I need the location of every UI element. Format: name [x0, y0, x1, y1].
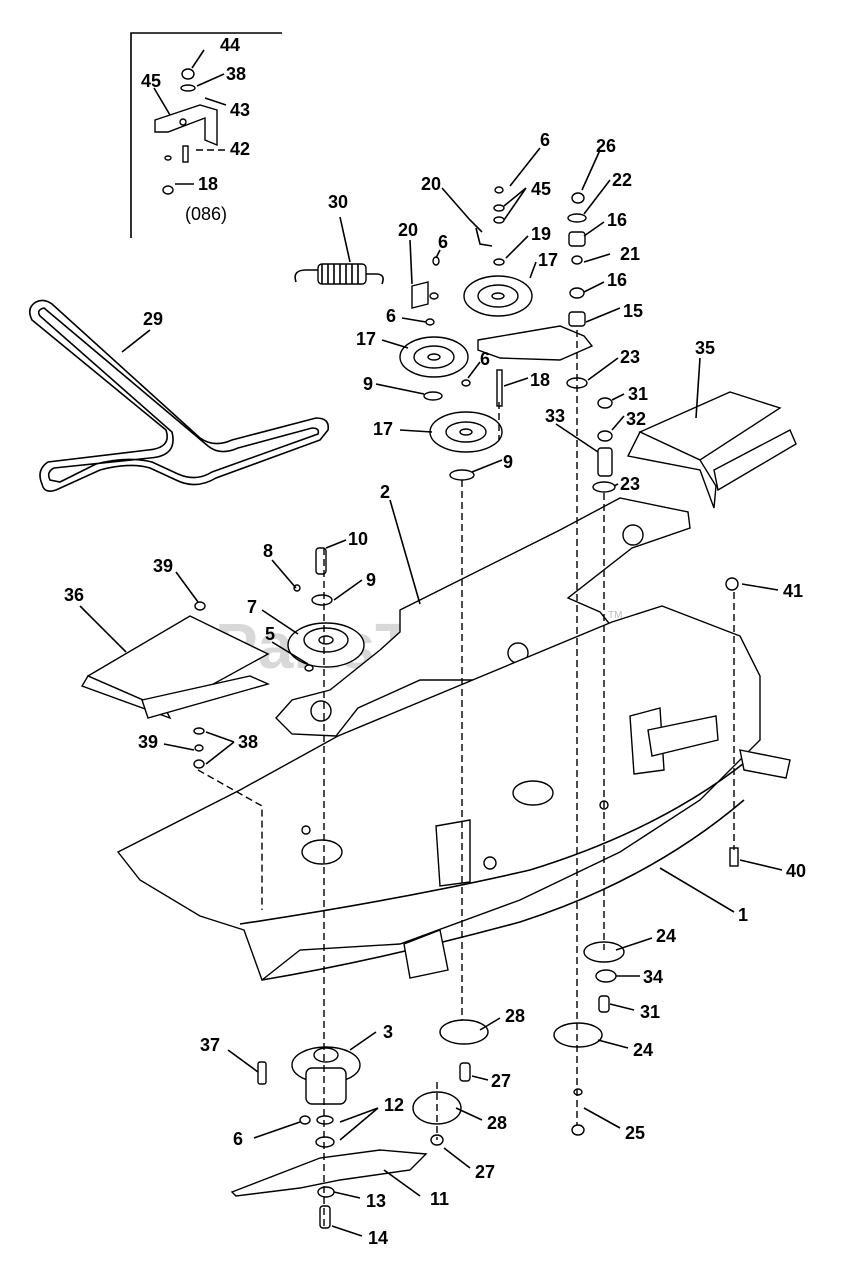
idler-assembly: [399, 186, 594, 481]
callout-13: 13: [366, 1191, 386, 1211]
callout-23: 23: [620, 347, 640, 367]
callout-20: 20: [421, 174, 441, 194]
callout-27: 27: [491, 1071, 511, 1091]
callout-30: 30: [328, 192, 348, 212]
callout-5: 5: [265, 624, 275, 644]
callout-33: 33: [545, 406, 565, 426]
callout-9: 9: [366, 570, 376, 590]
callout-31: 31: [640, 1002, 660, 1022]
part-bolt-18: [496, 369, 503, 407]
callout-3: 3: [383, 1022, 393, 1042]
part-bracket-43: [154, 104, 218, 147]
callout-26: 26: [596, 136, 616, 156]
spindle-stack-right: [566, 192, 616, 493]
callout-45: 45: [141, 71, 161, 91]
inset-note: (086): [185, 204, 227, 224]
callout-36: 36: [64, 585, 84, 605]
callout-34: 34: [643, 967, 663, 987]
callout-27: 27: [475, 1162, 495, 1182]
callout-42: 42: [230, 139, 250, 159]
callout-6: 6: [386, 306, 396, 326]
callout-38: 38: [226, 64, 246, 84]
callout-29: 29: [143, 309, 163, 329]
watermark-tm: TM: [608, 610, 622, 621]
pulley-7: [193, 547, 365, 769]
shield-35: [626, 391, 797, 509]
callout-11: 11: [430, 1189, 449, 1209]
callout-17: 17: [373, 419, 393, 439]
callout-6: 6: [438, 232, 448, 252]
part-nut-44: [181, 68, 195, 80]
callout-39: 39: [153, 556, 173, 576]
callout-14: 14: [368, 1228, 388, 1248]
callout-1: 1: [738, 905, 748, 925]
callout-31: 31: [628, 384, 648, 404]
callout-45: 45: [531, 179, 551, 199]
callout-35: 35: [695, 338, 715, 358]
callout-12: 12: [384, 1095, 404, 1115]
part-bracket-20: [411, 281, 429, 309]
callout-17: 17: [538, 250, 558, 270]
callout-32: 32: [626, 409, 646, 429]
callout-37: 37: [200, 1035, 220, 1055]
callout-6: 6: [540, 130, 550, 150]
callout-9: 9: [503, 452, 513, 472]
callout-16: 16: [607, 270, 627, 290]
part-washer-38: [180, 84, 196, 92]
lower-parts: [230, 941, 625, 1229]
callout-16: 16: [607, 210, 627, 230]
callout-9: 9: [363, 374, 373, 394]
callout-44: 44: [220, 35, 240, 55]
callout-19: 19: [531, 224, 551, 244]
callout-38: 38: [238, 732, 258, 752]
belt-29: [28, 299, 330, 492]
callout-labels: 44 38 45 43 42 18 (086) 30 29 20 6 45 19…: [64, 35, 806, 1248]
callout-22: 22: [612, 170, 632, 190]
callout-2: 2: [380, 482, 390, 502]
callout-15: 15: [623, 301, 643, 321]
inset-box: [130, 32, 282, 238]
callout-43: 43: [230, 100, 250, 120]
callout-6: 6: [233, 1129, 243, 1149]
callout-18: 18: [198, 174, 218, 194]
part-nut-18: [162, 185, 174, 195]
callout-20: 20: [398, 220, 418, 240]
callout-28: 28: [505, 1006, 525, 1026]
part-arm-15: [477, 325, 594, 361]
callout-25: 25: [625, 1123, 645, 1143]
callout-23: 23: [620, 474, 640, 494]
callout-7: 7: [247, 597, 257, 617]
callout-40: 40: [786, 861, 806, 881]
part-washer-9b: [449, 469, 475, 481]
part-washer-9a: [423, 391, 443, 401]
assembly-axes: [197, 330, 735, 1230]
callout-39: 39: [138, 732, 158, 752]
leader-lines: [79, 147, 783, 1237]
shield-36: [80, 615, 271, 720]
callout-24: 24: [656, 926, 676, 946]
callout-6: 6: [480, 349, 490, 369]
callout-10: 10: [348, 529, 368, 549]
callout-17: 17: [356, 329, 376, 349]
callout-41: 41: [783, 581, 803, 601]
callout-28: 28: [487, 1113, 507, 1133]
callout-21: 21: [620, 244, 640, 264]
spring-30: [294, 263, 384, 285]
callout-8: 8: [263, 541, 273, 561]
part-bolt-42: [182, 145, 189, 163]
callout-24: 24: [633, 1040, 653, 1060]
callout-18: 18: [530, 370, 550, 390]
